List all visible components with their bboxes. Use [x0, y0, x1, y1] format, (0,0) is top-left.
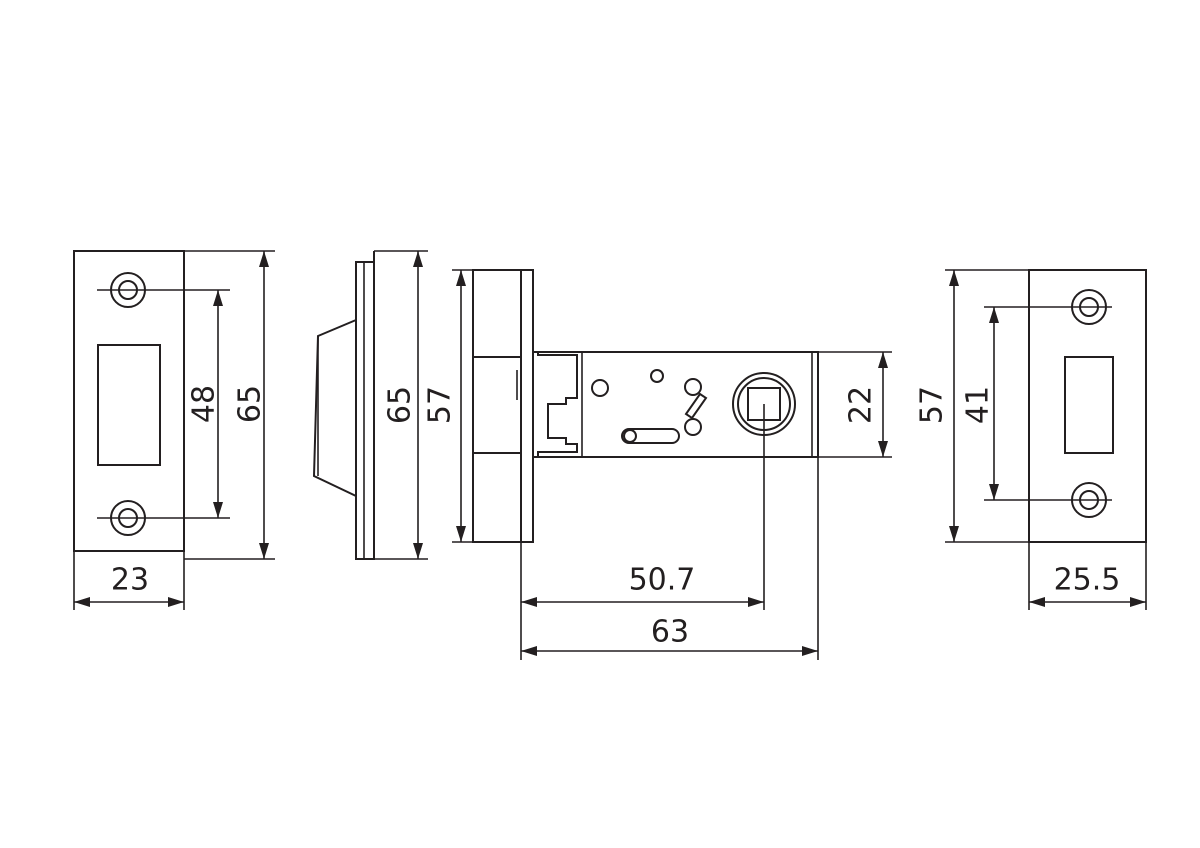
profile-box: [312, 262, 357, 559]
latch-faceplate-view: 57 41 25.5: [915, 269, 1147, 610]
profile-flange: [355, 251, 375, 560]
label-57: 57: [915, 386, 950, 424]
dimension-height-65: [259, 251, 269, 559]
label-65: 65: [233, 385, 268, 423]
slot-icon: [621, 428, 680, 444]
label-48: 48: [187, 385, 222, 423]
dimension-faceplate-57: [456, 270, 466, 542]
faceplate-bolt-opening: [1064, 356, 1114, 454]
strike-plate-slot: [97, 344, 161, 466]
strike-side-profile: 65: [312, 250, 428, 560]
label-23: 23: [111, 563, 149, 598]
latch-forend: [520, 269, 534, 543]
dimension-height-57: [949, 270, 959, 542]
latch-body-view: 57 22: [423, 269, 892, 660]
latch-tail: [537, 352, 578, 457]
strike-plate-outline: [73, 250, 185, 552]
label-50-7: 50.7: [629, 563, 696, 598]
latch-bolt-profile: [472, 356, 522, 454]
label-25-5: 25.5: [1054, 563, 1121, 598]
dimension-case-22: [878, 352, 888, 457]
label-63: 63: [651, 615, 689, 650]
strike-plate-view: 48 65 23: [73, 250, 275, 610]
faceplate-outline: [1028, 269, 1147, 543]
dimension-height-65: [413, 251, 423, 559]
label-65: 65: [383, 386, 418, 424]
dimension-width-23: [74, 597, 184, 607]
label-41: 41: [961, 386, 996, 424]
rivet-hole-icon: [591, 379, 609, 397]
label-22: 22: [844, 386, 879, 424]
label-57: 57: [423, 386, 458, 424]
latch-faceplate-edge: [472, 269, 522, 543]
cam-slot-icon: [684, 392, 708, 420]
rivet-hole-icon: [684, 418, 702, 436]
dimension-length-63: [521, 646, 818, 656]
rivet-hole-icon: [684, 378, 702, 396]
dimension-width-25-5: [1029, 597, 1146, 607]
dimension-backset-50-7: [521, 597, 764, 607]
dimension-hole-spacing-48: [213, 290, 223, 518]
rivet-hole-icon: [650, 369, 664, 383]
dimension-hole-spacing-41: [989, 307, 999, 500]
